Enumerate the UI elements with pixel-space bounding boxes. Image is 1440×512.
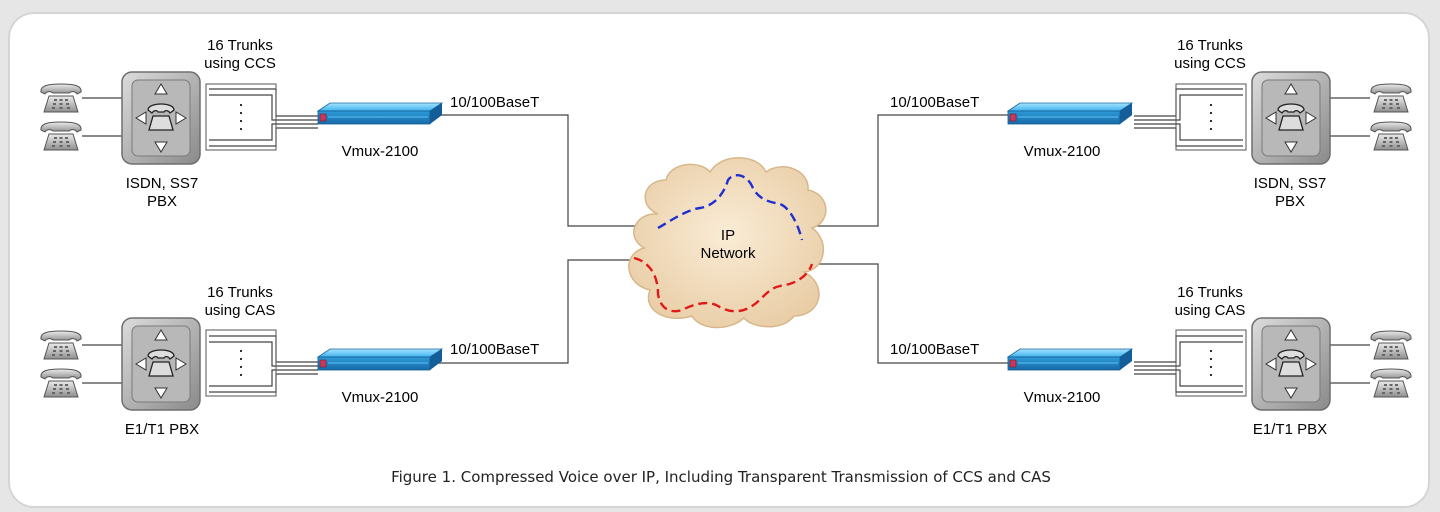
vmux-label: Vmux-2100	[342, 143, 419, 160]
pbx-label: PBX	[147, 193, 177, 210]
trunk-label: 16 Trunks	[207, 284, 273, 301]
trunk-label: 16 Trunks	[207, 37, 273, 54]
trunk-label: 16 Trunks	[1177, 37, 1243, 54]
telephone-icon	[40, 121, 82, 151]
vmux-label: Vmux-2100	[342, 389, 419, 406]
link-label: 10/100BaseT	[890, 94, 979, 111]
phones-right	[1370, 83, 1412, 398]
phones-left	[40, 83, 82, 398]
trunk-signaling-label: using CCS	[204, 55, 276, 72]
vmux-device-icon	[1007, 348, 1133, 371]
figure-caption: Figure 1. Compressed Voice over IP, Incl…	[391, 468, 1051, 486]
telephone-icon	[40, 368, 82, 398]
pbx-type-label: ISDN, SS7	[1254, 175, 1327, 192]
vmux-device-icon	[317, 102, 443, 125]
link-label: 10/100BaseT	[890, 341, 979, 358]
trunk-signaling-label: using CAS	[205, 302, 276, 319]
pbx-icon	[121, 71, 201, 165]
telephone-icon	[40, 330, 82, 360]
trunk-signaling-label: using CAS	[1175, 302, 1246, 319]
cloud-label-line2: Network	[700, 245, 756, 262]
cas-path	[633, 256, 814, 313]
telephone-icon	[1370, 83, 1412, 113]
telephone-icon	[40, 83, 82, 113]
vmux-device-icon	[1007, 102, 1133, 125]
cloud-label-line1: IP	[721, 227, 735, 244]
trunk-label: 16 Trunks	[1177, 284, 1243, 301]
telephone-icon	[1370, 121, 1412, 151]
trunk-brackets	[205, 83, 1247, 397]
link-label: 10/100BaseT	[450, 341, 539, 358]
pbx-label: PBX	[1275, 193, 1305, 210]
trunk-signaling-label: using CCS	[1174, 55, 1246, 72]
telephone-icon	[1370, 330, 1412, 360]
vmux-label: Vmux-2100	[1024, 143, 1101, 160]
vmux-label: Vmux-2100	[1024, 389, 1101, 406]
pbx-icon	[1251, 71, 1331, 165]
pbx-type-label: ISDN, SS7	[126, 175, 199, 192]
figure-frame: 16 Trunks using CCS ISDN, SS7 PBX Vmux-2…	[8, 12, 1430, 508]
pbx-icon	[1251, 317, 1331, 411]
vmux-device-icon	[317, 348, 443, 371]
ccs-path	[657, 174, 804, 241]
ip-network-cloud	[628, 157, 827, 329]
pbx-type-label: E1/T1 PBX	[1253, 421, 1327, 438]
telephone-icon	[1370, 368, 1412, 398]
trunk-dots	[240, 104, 1212, 380]
pbx-type-label: E1/T1 PBX	[125, 421, 199, 438]
link-label: 10/100BaseT	[450, 94, 539, 111]
pbx-icon	[121, 317, 201, 411]
